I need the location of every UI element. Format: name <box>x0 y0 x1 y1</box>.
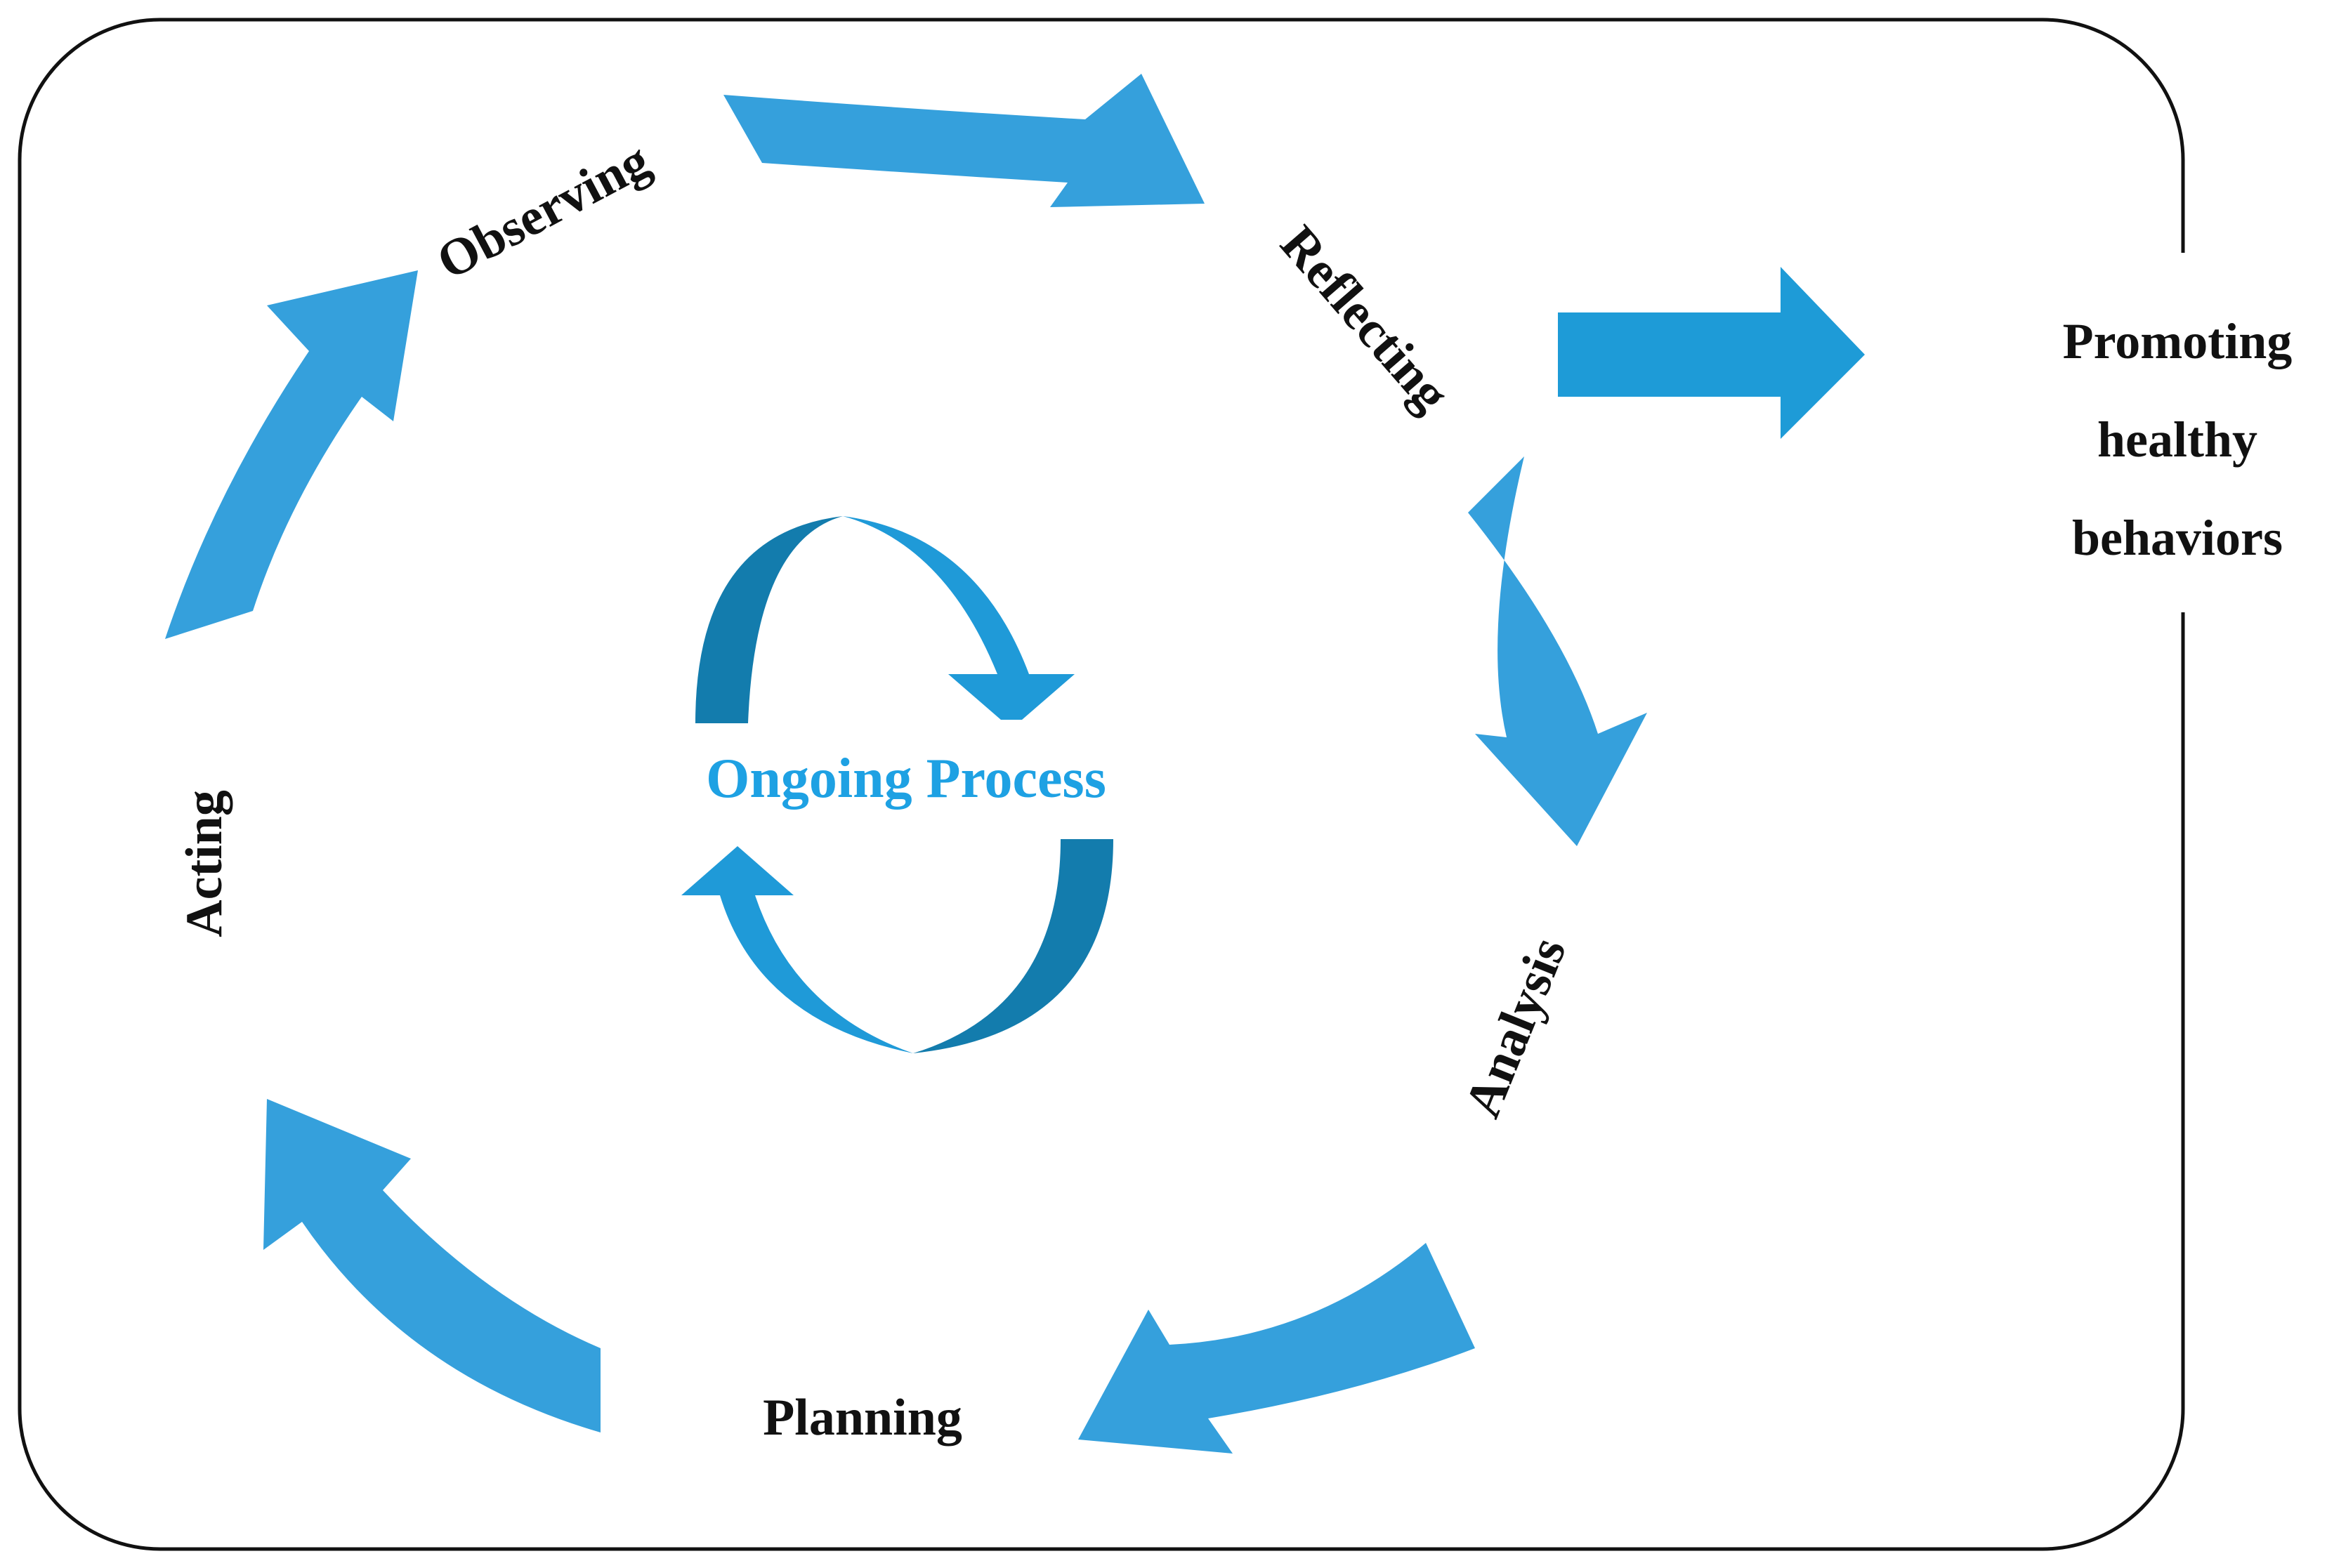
arrow-planning-to-acting <box>263 1099 601 1432</box>
center-cycle-icon: Ongoing Process <box>681 516 1113 1053</box>
center-top-arc-light <box>843 516 1075 720</box>
outcome-line-1: Promoting <box>2063 313 2293 369</box>
outcome-line-2: healthy <box>2097 411 2257 468</box>
arrow-observing-to-reflecting <box>723 74 1205 207</box>
center-top-arc-dark <box>695 516 843 723</box>
arrow-acting-to-observing <box>165 270 418 639</box>
arrow-to-outcome <box>1558 267 1865 439</box>
outcome-line-3: behaviors <box>2072 510 2283 566</box>
outcome-label: Promoting healthy behaviors <box>2063 313 2293 566</box>
step-label-planning: Planning <box>763 1389 962 1447</box>
step-label-observing: Observing <box>428 131 659 291</box>
arrow-analysis-to-planning <box>1078 1243 1475 1454</box>
arrow-reflecting-to-analysis <box>1468 456 1647 846</box>
center-bottom-arc-light <box>681 846 913 1053</box>
step-label-reflecting: Reflecting <box>1269 215 1460 423</box>
cycle-arrows <box>165 74 1647 1454</box>
center-label: Ongoing Process <box>706 748 1106 810</box>
center-bottom-arc-dark <box>913 839 1113 1053</box>
step-label-analysis: Analysis <box>1454 930 1578 1126</box>
step-label-acting: Acting <box>176 790 233 937</box>
outer-frame <box>18 18 2185 1551</box>
